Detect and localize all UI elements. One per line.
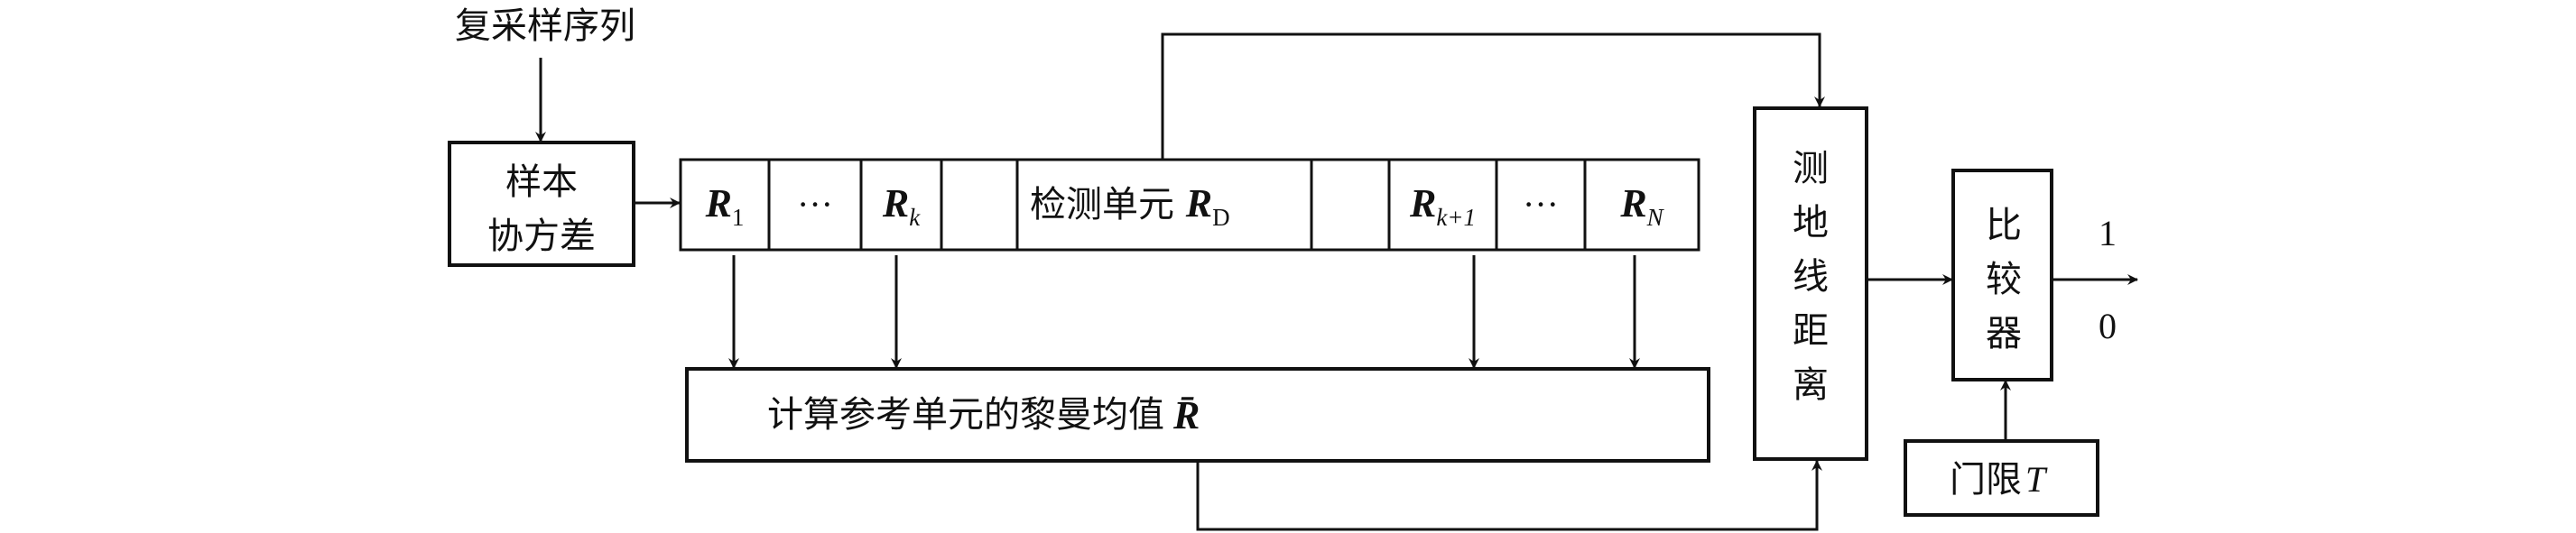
reference-cell-row: R1 ··· Rk 检测单元 RD Rk+1 ··· RN [679,158,1700,252]
guard-cell [940,158,1019,252]
threshold-label: 门限 [1950,459,2022,501]
sample-covariance-box: 样本 协方差 [448,141,635,267]
ellipsis-cell: ··· [1495,158,1587,252]
geodesic-char-4: 离 [1793,364,1829,406]
geodesic-char-2: 线 [1793,256,1829,298]
mean-to-geodesic-line [1196,460,1822,531]
comparator-char-2: 器 [1986,313,2022,354]
geodesic-distance-box: 测 地 线 距 离 [1753,106,1868,461]
test-cell: 检测单元 RD [1015,158,1313,252]
geodesic-char-3: 距 [1793,310,1829,352]
comparator-char-0: 比 [1986,205,2022,246]
comparator-char-1: 较 [1986,259,2022,300]
threshold-box: 门限 T [1904,439,2099,517]
geodesic-char-0: 测 [1793,148,1829,189]
input-sequence-label: 复采样序列 [455,5,635,47]
output-label-0: 0 [2099,306,2117,346]
reference-cell: RN [1583,158,1700,252]
test-cell-label: 检测单元 RD [1030,181,1230,231]
reference-cell: Rk+1 [1387,158,1498,252]
output-label-1: 1 [2099,213,2117,253]
reference-cell-label: Rk+1 [1409,181,1476,231]
ellipsis-text: ··· [1523,184,1559,225]
comparator-box: 比 较 器 [1951,169,2053,381]
riemann-mean-symbol: R̄ [1172,393,1200,437]
reference-cell-label: RN [1619,181,1664,231]
sample-covariance-line2: 协方差 [487,216,596,257]
reference-cell-label: R1 [705,181,745,231]
test-cell-to-geodesic-line [1161,32,1825,160]
threshold-symbol: T [2025,459,2048,500]
guard-cell [1310,158,1391,252]
riemann-mean-label: 计算参考单元的黎曼均值 [767,394,1164,436]
sample-covariance-line1: 样本 [505,161,578,203]
reference-cell-label: Rk [882,181,921,231]
reference-cell: Rk [859,158,943,252]
reference-cell: R1 [679,158,771,252]
ellipsis-cell: ··· [767,158,863,252]
ellipsis-text: ··· [797,184,833,225]
geodesic-char-1: 地 [1793,202,1829,244]
riemann-mean-box: 计算参考单元的黎曼均值 R̄ [685,367,1710,463]
